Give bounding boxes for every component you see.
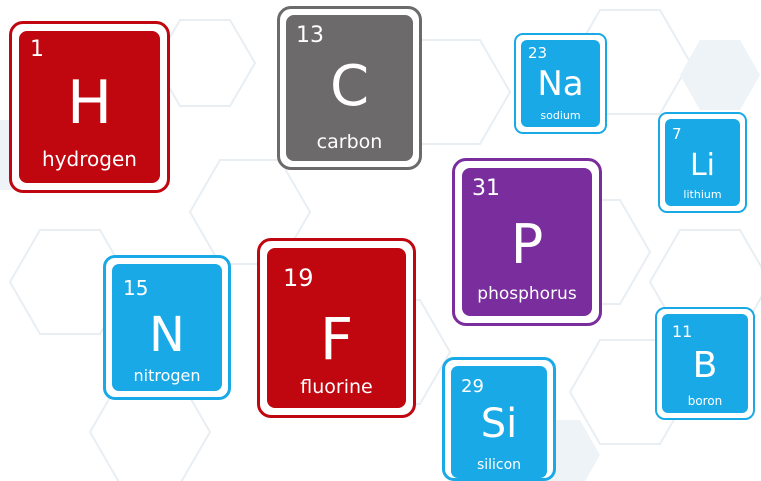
atomic-number: 15 — [123, 276, 149, 300]
element-tile-phosphorus: 31 P phosphorus — [452, 158, 602, 326]
element-tile-lithium: 7 Li lithium — [658, 112, 747, 213]
element-symbol: N — [149, 307, 185, 363]
element-symbol: C — [329, 54, 370, 119]
atomic-number: 23 — [528, 44, 548, 62]
element-name: lithium — [683, 188, 722, 201]
element-symbol: H — [66, 68, 113, 138]
atomic-number: 13 — [296, 23, 324, 48]
atomic-number: 11 — [672, 322, 693, 341]
element-symbol: P — [510, 213, 544, 276]
element-name: carbon — [316, 131, 383, 153]
element-name: silicon — [476, 457, 522, 473]
element-symbol: Li — [689, 148, 716, 183]
element-tile-carbon: 13 C carbon — [277, 6, 422, 170]
element-tile-silicon: 29 Si silicon — [442, 357, 556, 481]
element-name: fluorine — [300, 376, 373, 398]
element-name: boron — [687, 394, 723, 408]
element-name: phosphorus — [477, 284, 577, 304]
atomic-number: 31 — [472, 176, 500, 201]
element-name: hydrogen — [42, 147, 137, 171]
atomic-number: 29 — [461, 376, 484, 397]
element-symbol: F — [319, 305, 354, 373]
element-name: sodium — [540, 109, 581, 122]
element-symbol: B — [692, 345, 718, 386]
element-tile-hydrogen: 1 H hydrogen — [9, 21, 170, 193]
element-tile-boron: 11 B boron — [655, 307, 755, 420]
element-tile-nitrogen: 15 N nitrogen — [103, 255, 231, 400]
element-symbol: Si — [480, 401, 518, 447]
element-symbol: Na — [537, 64, 584, 104]
element-tile-sodium: 23 Na sodium — [514, 33, 607, 134]
element-name: nitrogen — [133, 366, 201, 385]
atomic-number: 19 — [283, 264, 314, 292]
atomic-number: 1 — [30, 37, 44, 62]
atomic-number: 7 — [672, 125, 682, 143]
element-tile-fluorine: 19 F fluorine — [257, 238, 416, 418]
